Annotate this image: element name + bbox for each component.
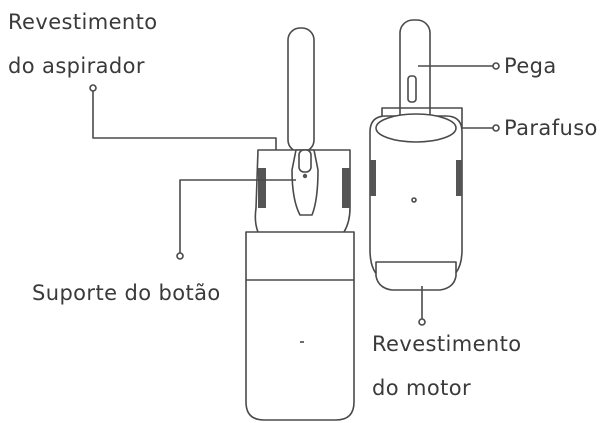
leader-dot-screw [492,124,500,132]
right-grip [342,168,350,208]
label-button-support: Suporte do botão [32,281,221,305]
left-handle-tube [287,27,315,153]
leader-dot-vacuum-cover [89,84,97,92]
label-vacuum-cover-line1: Revestimento [8,10,158,34]
label-handle: Pega [504,54,557,78]
motor-center-dot [411,197,417,203]
label-vacuum-cover-line2: do aspirador [8,54,145,78]
handle-slot [407,75,417,103]
motor-top-rim [375,113,457,143]
vacuum-body-left [245,27,355,421]
motor-assembly-right [369,19,463,291]
indicator-dot [302,173,308,179]
motor-bottom-ring [375,261,457,291]
leader-button-support [179,179,296,256]
leader-dot-button-support [176,252,184,260]
label-screw: Parafuso [504,116,598,140]
motor-left-grip [370,160,376,196]
leader-dot-motor-cover [418,318,426,326]
label-motor-cover-line2: do motor [372,376,472,400]
left-grip [258,168,266,208]
power-button [298,149,312,173]
leader-vacuum-cover [92,88,277,150]
label-motor-cover-line1: Revestimento [372,332,522,356]
dust-cup [245,231,355,421]
leader-lines [89,62,500,326]
motor-right-grip [456,160,462,196]
leader-dot-handle [492,62,500,70]
